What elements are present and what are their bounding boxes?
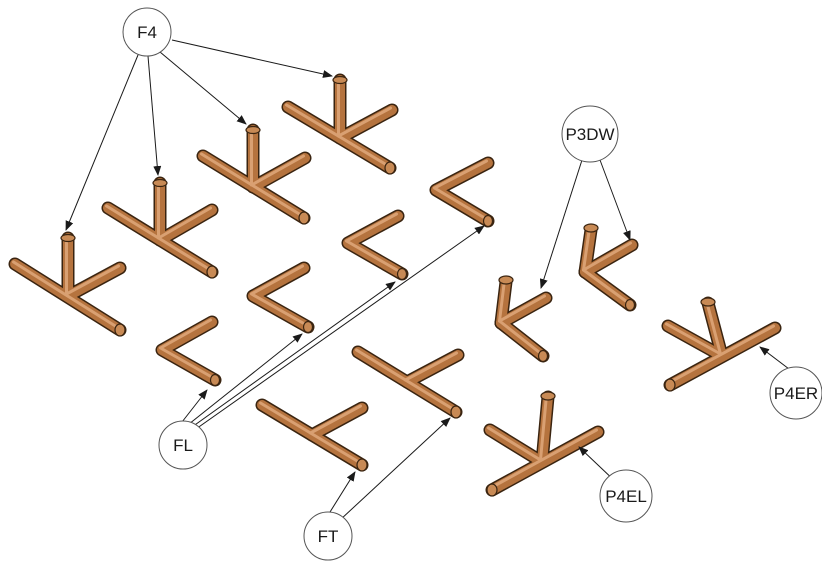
tube-segment [309, 404, 362, 435]
leaders-f4 [65, 39, 333, 231]
tube-segment [580, 225, 596, 277]
tube-segment [248, 153, 310, 192]
label-p4el: P4EL [605, 487, 647, 506]
label-bubble-p4el: P4EL [599, 469, 653, 523]
tube-end-cap [450, 405, 462, 419]
leader-fl-3 [184, 281, 396, 433]
tube-segment [582, 241, 632, 272]
fitting-ft-2 [351, 345, 465, 419]
leader-fl-1 [181, 389, 208, 423]
tube-segment [705, 299, 722, 356]
tube-segment [580, 240, 637, 277]
tube-segment [250, 154, 305, 187]
label-bubble-ft: FT [303, 511, 353, 561]
tube-segment [496, 277, 511, 328]
tube-end-cap [583, 223, 599, 233]
tube-end-cap [332, 75, 348, 85]
leader-fl-2 [183, 333, 303, 429]
fitting-p3dw-1 [494, 275, 553, 363]
leader-p3dw-1 [539, 159, 583, 289]
tube-end-cap [384, 161, 396, 175]
leader-fl-4 [185, 225, 485, 437]
tube-end-cap [498, 275, 514, 285]
fitting-f4-2 [101, 176, 219, 279]
tube-end-cap [396, 267, 408, 281]
fitting-p4el [483, 390, 605, 497]
leaders-ft [329, 417, 451, 521]
tube-segment [496, 293, 551, 328]
tube-end-cap [298, 211, 310, 225]
label-p3dw: P3DW [565, 125, 614, 144]
tube-segment [157, 206, 212, 240]
tube-segment [159, 318, 215, 380]
tube-end-cap [537, 349, 549, 363]
tube-end-cap [206, 265, 218, 279]
tube-end-cap [624, 298, 636, 312]
tube-segment [337, 106, 392, 138]
tube-segment [487, 426, 542, 462]
tube-end-cap [209, 373, 221, 387]
label-fl: FL [173, 436, 193, 455]
tube-end-cap [482, 214, 494, 228]
fitting-fl-4 [429, 156, 495, 228]
label-f4: F4 [137, 23, 157, 42]
leader-f4-4 [171, 39, 333, 78]
tube-end-cap [540, 391, 556, 401]
label-bubble-p4er: P4ER [769, 366, 822, 420]
tube-end-cap [245, 125, 261, 135]
tube-segment [498, 294, 546, 323]
tube-end-cap [700, 297, 716, 307]
label-p4er: P4ER [774, 384, 818, 403]
fitting-p3dw-2 [578, 223, 639, 312]
tube-segment [65, 264, 120, 296]
fitting-fl-2 [246, 261, 315, 334]
leader-ft-2 [339, 417, 451, 521]
tube-end-cap [302, 320, 314, 334]
label-ft: FT [318, 527, 339, 546]
tube-segment [582, 226, 591, 272]
fitting-f4-4 [281, 73, 399, 175]
tube-segment [307, 403, 367, 440]
tube-segment [155, 205, 217, 245]
leader-f4-3 [159, 51, 247, 125]
fitting-p4er [661, 296, 782, 392]
tube-segment [335, 105, 397, 143]
tube-segment [498, 319, 543, 356]
tube-segment [433, 159, 488, 221]
tube-segment [665, 322, 722, 356]
tube-segment [539, 393, 548, 462]
tube-segment [345, 212, 402, 274]
leader-p4er [759, 346, 794, 373]
label-bubble-f4: F4 [122, 7, 172, 57]
tube-segment [250, 264, 308, 327]
leaders-p3dw [539, 159, 631, 289]
leaders-fl [181, 225, 485, 437]
leader-f4-2 [147, 55, 162, 176]
label-bubble-fl: FL [158, 420, 208, 470]
fitting-fl-1 [155, 315, 222, 387]
fitting-f4-3 [196, 123, 312, 225]
tube-segment [404, 351, 458, 382]
tube-end-cap [356, 458, 368, 472]
leader-ft-1 [329, 471, 356, 513]
tube-segment [582, 268, 630, 305]
leader-f4-1 [65, 54, 139, 231]
tube-end-cap [152, 178, 168, 188]
tube-end-cap [114, 323, 126, 337]
fitting-ft-1 [255, 398, 369, 472]
tube-segment [498, 278, 506, 323]
fitting-f4-1 [8, 231, 127, 337]
leader-p3dw-2 [599, 159, 631, 241]
tube-end-cap [664, 378, 676, 392]
tube-segment [63, 263, 125, 301]
tube-segment [537, 392, 553, 467]
fitting-fl-3 [341, 209, 409, 281]
tube-end-cap [486, 483, 498, 497]
label-bubble-p3dw: P3DW [561, 105, 619, 163]
tube-segment [402, 350, 463, 387]
tube-segment [489, 428, 598, 490]
tube-end-cap [60, 233, 76, 243]
